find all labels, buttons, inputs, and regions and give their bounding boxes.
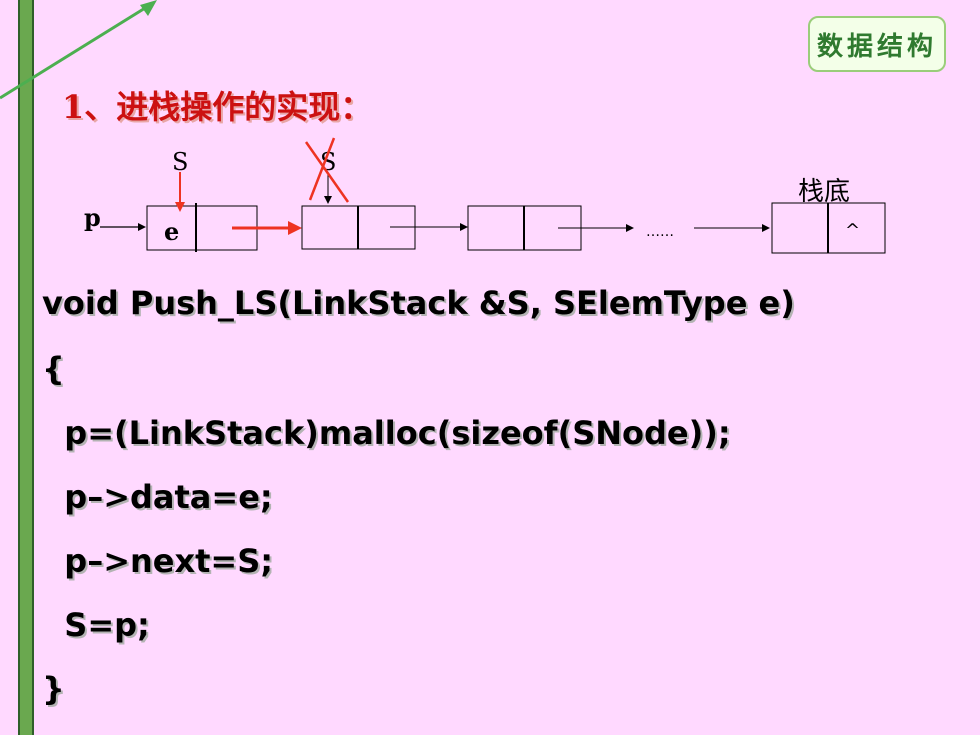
code-line-assign-data: p–>data=e; — [42, 478, 273, 516]
pointer-s-new-label: S — [172, 148, 188, 176]
link-2-3-arrowhead — [460, 223, 468, 231]
pointer-s-new-arrowhead — [175, 202, 185, 212]
code-line-close-brace: } — [42, 670, 65, 708]
node-value-e: e — [164, 217, 179, 246]
pointer-p-arrowhead — [138, 223, 146, 231]
code-line-signature: void Push_LS(LinkStack &S, SElemType e) — [42, 284, 795, 322]
cross-line-2 — [308, 137, 336, 201]
sidebar-decoration — [18, 0, 34, 735]
ellipsis: …… — [646, 224, 674, 240]
cross-line-1 — [304, 141, 350, 203]
code-line-assign-top: S=p; — [42, 606, 150, 644]
null-pointer-symbol: ^ — [845, 220, 860, 241]
code-line-assign-next: p–>next=S; — [42, 542, 274, 580]
course-badge: 数据结构 — [808, 16, 946, 72]
link-ellipsis-bottom-arrowhead — [762, 224, 770, 232]
decorative-arrow — [0, 3, 151, 100]
code-line-malloc: p=(LinkStack)malloc(sizeof(SNode)); — [42, 414, 731, 452]
new-next-link-arrowhead — [288, 221, 302, 235]
pointer-p-label: p — [84, 203, 101, 232]
code-line-open-brace: { — [42, 350, 65, 388]
slide-title: 1、进栈操作的实现： — [62, 88, 373, 126]
link-3-ellipsis-arrowhead — [626, 224, 634, 232]
stack-bottom-label: 栈底 — [798, 177, 850, 207]
decorative-arrowhead — [140, 0, 157, 16]
pointer-s-old-arrowhead — [324, 196, 332, 204]
